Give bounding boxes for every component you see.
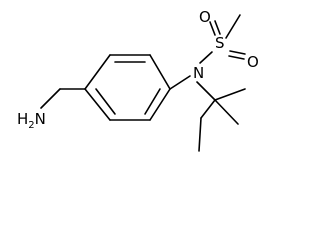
- amine-hydrogen-symbol: H: [17, 110, 28, 128]
- bond-sulfur-methyl: [225, 14, 241, 39]
- bond-ring-inner-2: [144, 88, 161, 115]
- chemical-structure-diagram: H2N N S O O: [17, 8, 259, 152]
- bond-sulfur-oxygen-right-b: [228, 55, 245, 60]
- bond-nitrogen-sulfur: [199, 51, 213, 64]
- bond-ring-6: [84, 54, 111, 90]
- amine-hydrogen-count: 2: [28, 120, 34, 131]
- bond-sulfur-oxygen-right-a: [229, 50, 246, 55]
- bond-amine-ch2: [40, 88, 61, 109]
- bond-ring-nitrogen: [169, 75, 191, 90]
- bond-ethyl-terminal: [198, 117, 202, 152]
- bond-nitrogen-quaternary-carbon: [196, 81, 216, 101]
- nitrogen-atom-label: N: [193, 64, 204, 82]
- bond-sulfur-oxygen-top-b: [214, 20, 221, 35]
- bond-sulfur-oxygen-top-a: [209, 21, 216, 36]
- bond-ring-4: [149, 54, 171, 90]
- oxygen-right-atom-label: O: [247, 53, 259, 71]
- bond-quaternary-methyl-upper: [214, 88, 246, 101]
- bond-ring-3: [149, 88, 171, 121]
- sulfur-atom-label: S: [215, 34, 225, 52]
- bond-quaternary-ethyl: [200, 99, 216, 119]
- bond-quaternary-methyl-lower: [214, 99, 239, 125]
- amine-nitrogen-symbol: N: [35, 110, 46, 128]
- amine-group-label: H2N: [17, 110, 46, 131]
- oxygen-top-atom-label: O: [199, 8, 211, 26]
- bond-ring-inner-1: [95, 88, 116, 115]
- bond-ring-1: [84, 88, 111, 121]
